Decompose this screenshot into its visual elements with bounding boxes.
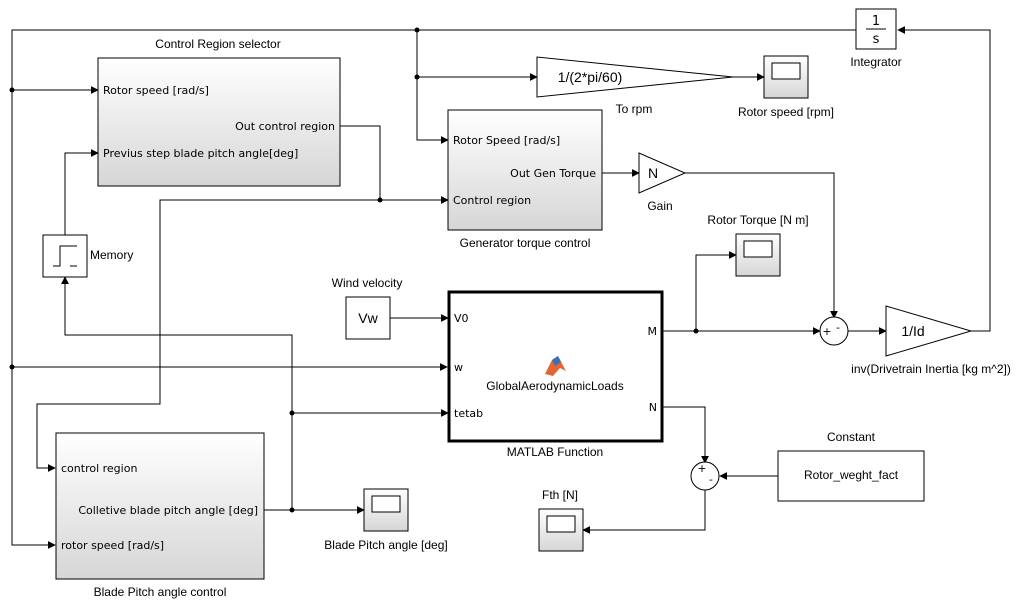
inv-inertia-expr: 1/Id <box>901 323 924 339</box>
blade-pitch-control-title: Blade Pitch angle control <box>94 585 227 599</box>
blade-pitch-control-block[interactable]: control region rotor speed [rad/s] Colle… <box>55 432 265 599</box>
to-rpm-gain-block[interactable]: 1/(2*pi/60) To rpm <box>536 56 734 116</box>
sum-bottom-block[interactable]: + - <box>690 461 720 491</box>
scope-icon <box>371 495 401 513</box>
port-out-control-region: Out control region <box>235 120 335 133</box>
port-tetab: tetab <box>454 407 483 420</box>
port-gen-rotor-speed: Rotor Speed [rad/s] <box>453 134 560 147</box>
to-rpm-label: To rpm <box>616 102 653 116</box>
matlab-function-block[interactable]: V0 w tetab M N GlobalAerodynamicLoads MA… <box>447 290 664 459</box>
rotor-speed-rpm-label: Rotor speed [rpm] <box>738 105 834 119</box>
to-rpm-expr: 1/(2*pi/60) <box>558 69 623 85</box>
scope-icon <box>771 62 801 80</box>
port-v0: V0 <box>454 312 469 325</box>
integrator-numerator: 1 <box>872 14 880 29</box>
sum-top-plus: + <box>822 325 831 338</box>
rotor-torque-scope[interactable]: Rotor Torque [N m] <box>707 213 809 277</box>
memory-block[interactable]: Memory <box>42 234 133 278</box>
scope-icon <box>743 240 773 258</box>
constant-value: Rotor_weght_fact <box>804 468 899 482</box>
scope-icon <box>546 515 576 533</box>
port-bp-control-region: control region <box>61 462 137 475</box>
gain-label: Gain <box>647 199 672 213</box>
matlab-function-title: MATLAB Function <box>507 445 603 459</box>
port-n: N <box>649 401 657 414</box>
control-region-selector-title: Control Region selector <box>155 37 280 51</box>
blade-pitch-scope[interactable]: Blade Pitch angle [deg] <box>324 488 448 552</box>
integrator-block[interactable]: 1 s Integrator <box>850 8 902 69</box>
sum-top-minus: - <box>836 321 840 334</box>
port-rotor-speed: Rotor speed [rad/s] <box>103 84 209 97</box>
memory-icon <box>53 245 77 267</box>
wind-velocity-block[interactable]: Wind velocity Vw <box>332 276 403 340</box>
rotor-torque-label: Rotor Torque [N m] <box>707 213 808 227</box>
constant-block[interactable]: Constant Rotor_weght_fact <box>777 430 925 502</box>
generator-torque-control-block[interactable]: Rotor Speed [rad/s] Control region Out G… <box>447 109 603 250</box>
integrator-label: Integrator <box>850 55 901 69</box>
wind-velocity-value: Vw <box>358 310 378 326</box>
gain-value: N <box>648 165 658 181</box>
sum-bottom-minus: - <box>709 473 713 486</box>
fth-scope[interactable]: Fth [N] <box>538 488 584 552</box>
inv-inertia-label: inv(Drivetrain Inertia [kg m^2]) <box>851 362 1011 376</box>
sum-bottom-plus: + <box>697 462 706 475</box>
blade-pitch-scope-label: Blade Pitch angle [deg] <box>324 538 447 552</box>
port-out-gen-torque: Out Gen Torque <box>510 167 596 180</box>
control-region-selector-block[interactable]: Control Region selector Rotor speed [rad… <box>97 37 341 187</box>
port-out-pitch: Colletive blade pitch angle [deg] <box>78 504 258 517</box>
fth-label: Fth [N] <box>542 488 578 502</box>
signal-lines <box>11 26 991 549</box>
matlab-function-name: GlobalAerodynamicLoads <box>486 379 623 393</box>
integrator-denominator: s <box>873 32 880 47</box>
port-m: M <box>648 325 658 338</box>
junction-dots <box>9 27 699 513</box>
sum-top-block[interactable]: + - <box>819 316 849 346</box>
rotor-speed-rpm-scope[interactable]: Rotor speed [rpm] <box>738 55 834 119</box>
port-w: w <box>454 361 463 374</box>
constant-label: Constant <box>827 430 876 444</box>
port-gen-control-region: Control region <box>453 194 531 207</box>
generator-torque-control-title: Generator torque control <box>460 236 591 250</box>
port-previous-pitch: Previus step blade pitch angle[deg] <box>103 147 298 160</box>
inv-inertia-gain-block[interactable]: 1/Id inv(Drivetrain Inertia [kg m^2]) <box>851 305 1011 376</box>
port-bp-rotor-speed: rotor speed [rad/s] <box>61 539 164 552</box>
memory-label: Memory <box>90 248 133 262</box>
wind-velocity-label: Wind velocity <box>332 276 403 290</box>
gain-block[interactable]: N Gain <box>638 152 687 213</box>
matlab-logo-icon <box>545 356 566 376</box>
